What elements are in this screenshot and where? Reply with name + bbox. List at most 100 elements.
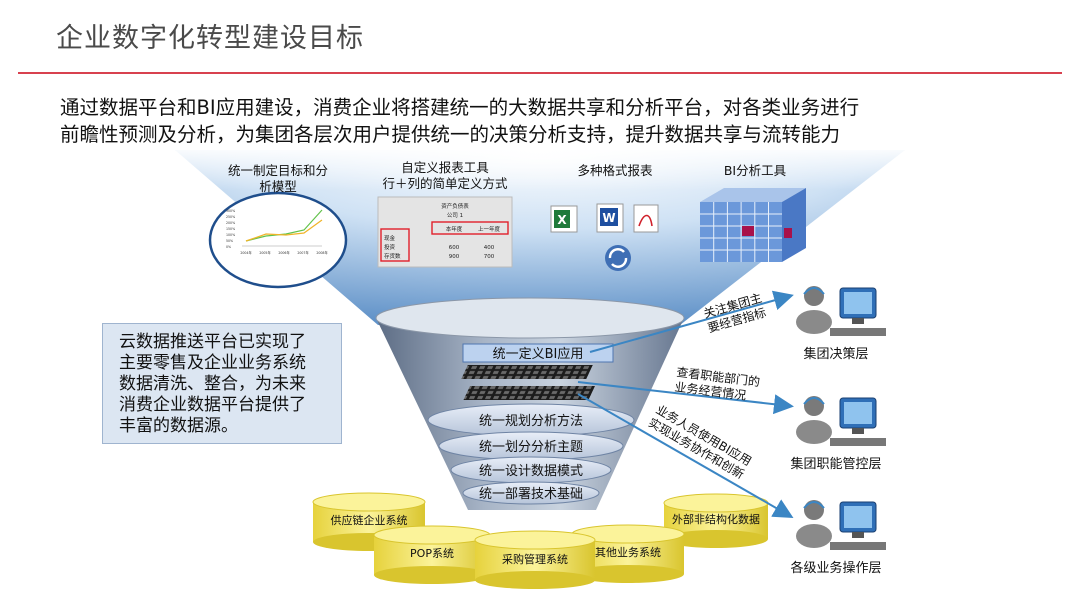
source-label: 其他业务系统 [595, 546, 661, 559]
goal-x-tick: 2007年 [297, 250, 309, 255]
funnel-layer-4 [462, 481, 600, 505]
goal-y-tick: 0% [226, 245, 231, 249]
goal-y-tick: 300% [226, 209, 235, 213]
report-row-label: 存货数 [384, 252, 401, 260]
subtitle-line-2: 前瞻性预测及分析，为集团各层次用户提供统一的决策分析支持，提升数据共享与流转能力 [60, 123, 841, 146]
report-company: 公司 1 [447, 212, 463, 219]
report-tool-label-line-1: 自定义报表工具 [401, 160, 489, 175]
grid-plate-2 [463, 386, 596, 400]
goal-model-label: 统一制定目标和分 析模型 [208, 163, 348, 195]
subtitle: 通过数据平台和BI应用建设，消费企业将搭建统一的大数据共享和分析平台，对各类业务… [60, 94, 859, 148]
bi-cube [700, 188, 806, 262]
source-label: 供应链企业系统 [331, 513, 408, 527]
funnel-top-band-label: 统一定义BI应用 [493, 346, 584, 362]
note-line-3: 数据清洗、整合，为未来 [119, 374, 306, 394]
arrow-function [577, 381, 794, 415]
desk [830, 438, 886, 446]
report-row-value: 400 [484, 245, 495, 251]
user-figure: 集团职能管控层 [790, 396, 886, 472]
headset-icon [803, 287, 825, 295]
report-row-value: 700 [484, 254, 495, 260]
page-title: 企业数字化转型建设目标 [56, 23, 364, 54]
svg-text:W: W [602, 211, 615, 225]
source-cylinder-3 [474, 530, 596, 589]
funnel-top-band [462, 343, 614, 363]
goal-y-tick: 150% [226, 227, 235, 231]
report-col2: 上一年度 [478, 225, 501, 233]
user-label: 集团职能管控层 [790, 456, 881, 472]
title-divider [18, 72, 1062, 74]
note-line-4: 消费企业数据平台提供了 [119, 395, 306, 415]
desk [830, 328, 886, 336]
goal-x-tick: 2008年 [316, 250, 328, 255]
user-head [804, 500, 824, 520]
goal-model-label-line-1: 统一制定目标和分 [227, 163, 328, 178]
headset-icon [803, 397, 825, 405]
bi-tool-label: BI分析工具 [723, 163, 787, 178]
note-line-5: 丰富的数据源。 [119, 416, 238, 436]
user-label: 各级业务操作层 [790, 560, 881, 576]
goal-model-label-line-2: 析模型 [259, 179, 297, 194]
funnel-layer-label: 统一划分分析主题 [479, 440, 583, 455]
source-cylinder-2 [373, 525, 491, 584]
source-label: 外部非结构化数据 [672, 512, 760, 526]
report-tool-label: 自定义报表工具 行＋列的简单定义方式 [365, 160, 525, 192]
report-tool-label-line-2: 行＋列的简单定义方式 [382, 176, 508, 191]
monitor-stand [852, 428, 864, 434]
goal-model-chart: 300% 250% 200% 150% 100% 50% 0% 2004年 2005年 2006年… [208, 191, 348, 289]
report-row-value: 600 [449, 245, 460, 251]
user-body [796, 310, 832, 334]
monitor-screen [844, 292, 872, 314]
goal-x-tick: 2005年 [259, 250, 271, 255]
funnel [375, 297, 685, 510]
report-col1: 本年度 [446, 225, 463, 233]
goal-y-tick: 250% [226, 215, 235, 219]
user-figure: 各级业务操作层 [790, 500, 886, 576]
funnel-layer-label: 统一部署技术基础 [479, 487, 583, 502]
subtitle-line-1: 通过数据平台和BI应用建设，消费企业将搭建统一的大数据共享和分析平台，对各类业务… [60, 96, 860, 119]
funnel-layer-label: 统一设计数据模式 [479, 464, 583, 479]
format-reports-label: 多种格式报表 [577, 163, 653, 178]
note-line-2: 主要零售及企业业务系统 [119, 353, 306, 373]
desk [830, 542, 886, 550]
headset-icon [803, 501, 825, 509]
format-icons: X W [550, 203, 659, 271]
source-label: POP系统 [410, 547, 454, 560]
user-head [804, 396, 824, 416]
goal-y-tick: 50% [226, 239, 233, 243]
data-sources [312, 492, 769, 589]
report-row-label: 投资 [384, 243, 396, 251]
arrow-operation [577, 393, 794, 518]
funnel-layer-label: 统一规划分析方法 [479, 413, 583, 429]
arrow-decision [589, 290, 794, 353]
cloud-push-note: 云数据推送平台已实现了 主要零售及企业业务系统 数据清洗、整合，为未来 消费企业… [102, 323, 342, 444]
goal-series-1 [245, 209, 323, 242]
user-head [804, 286, 824, 306]
monitor-stand [852, 532, 864, 538]
pdf-icon [633, 204, 659, 233]
source-label: 采购管理系统 [502, 552, 568, 566]
user-body [796, 524, 832, 548]
user-body [796, 420, 832, 444]
user-label: 集团决策层 [803, 346, 868, 362]
goal-y-tick: 100% [226, 233, 235, 237]
monitor-stand [852, 318, 864, 324]
cube-highlight [742, 226, 754, 236]
goal-series-2 [245, 219, 323, 242]
monitor-screen [844, 506, 872, 528]
report-row-label: 现金 [384, 234, 396, 242]
goal-x-tick: 2004年 [240, 250, 252, 255]
report-row-value: 900 [449, 254, 460, 260]
grid-plate-1 [461, 365, 593, 379]
monitor-screen [844, 402, 872, 424]
goal-x-tick: 2006年 [278, 250, 290, 255]
svg-text:X: X [557, 213, 567, 227]
user-figure: 集团决策层 [796, 286, 886, 362]
note-line-1: 云数据推送平台已实现了 [119, 332, 306, 352]
source-cylinder-5 [663, 493, 769, 548]
report-header: 资产负债表 [441, 202, 469, 210]
goal-y-tick: 200% [226, 221, 235, 225]
